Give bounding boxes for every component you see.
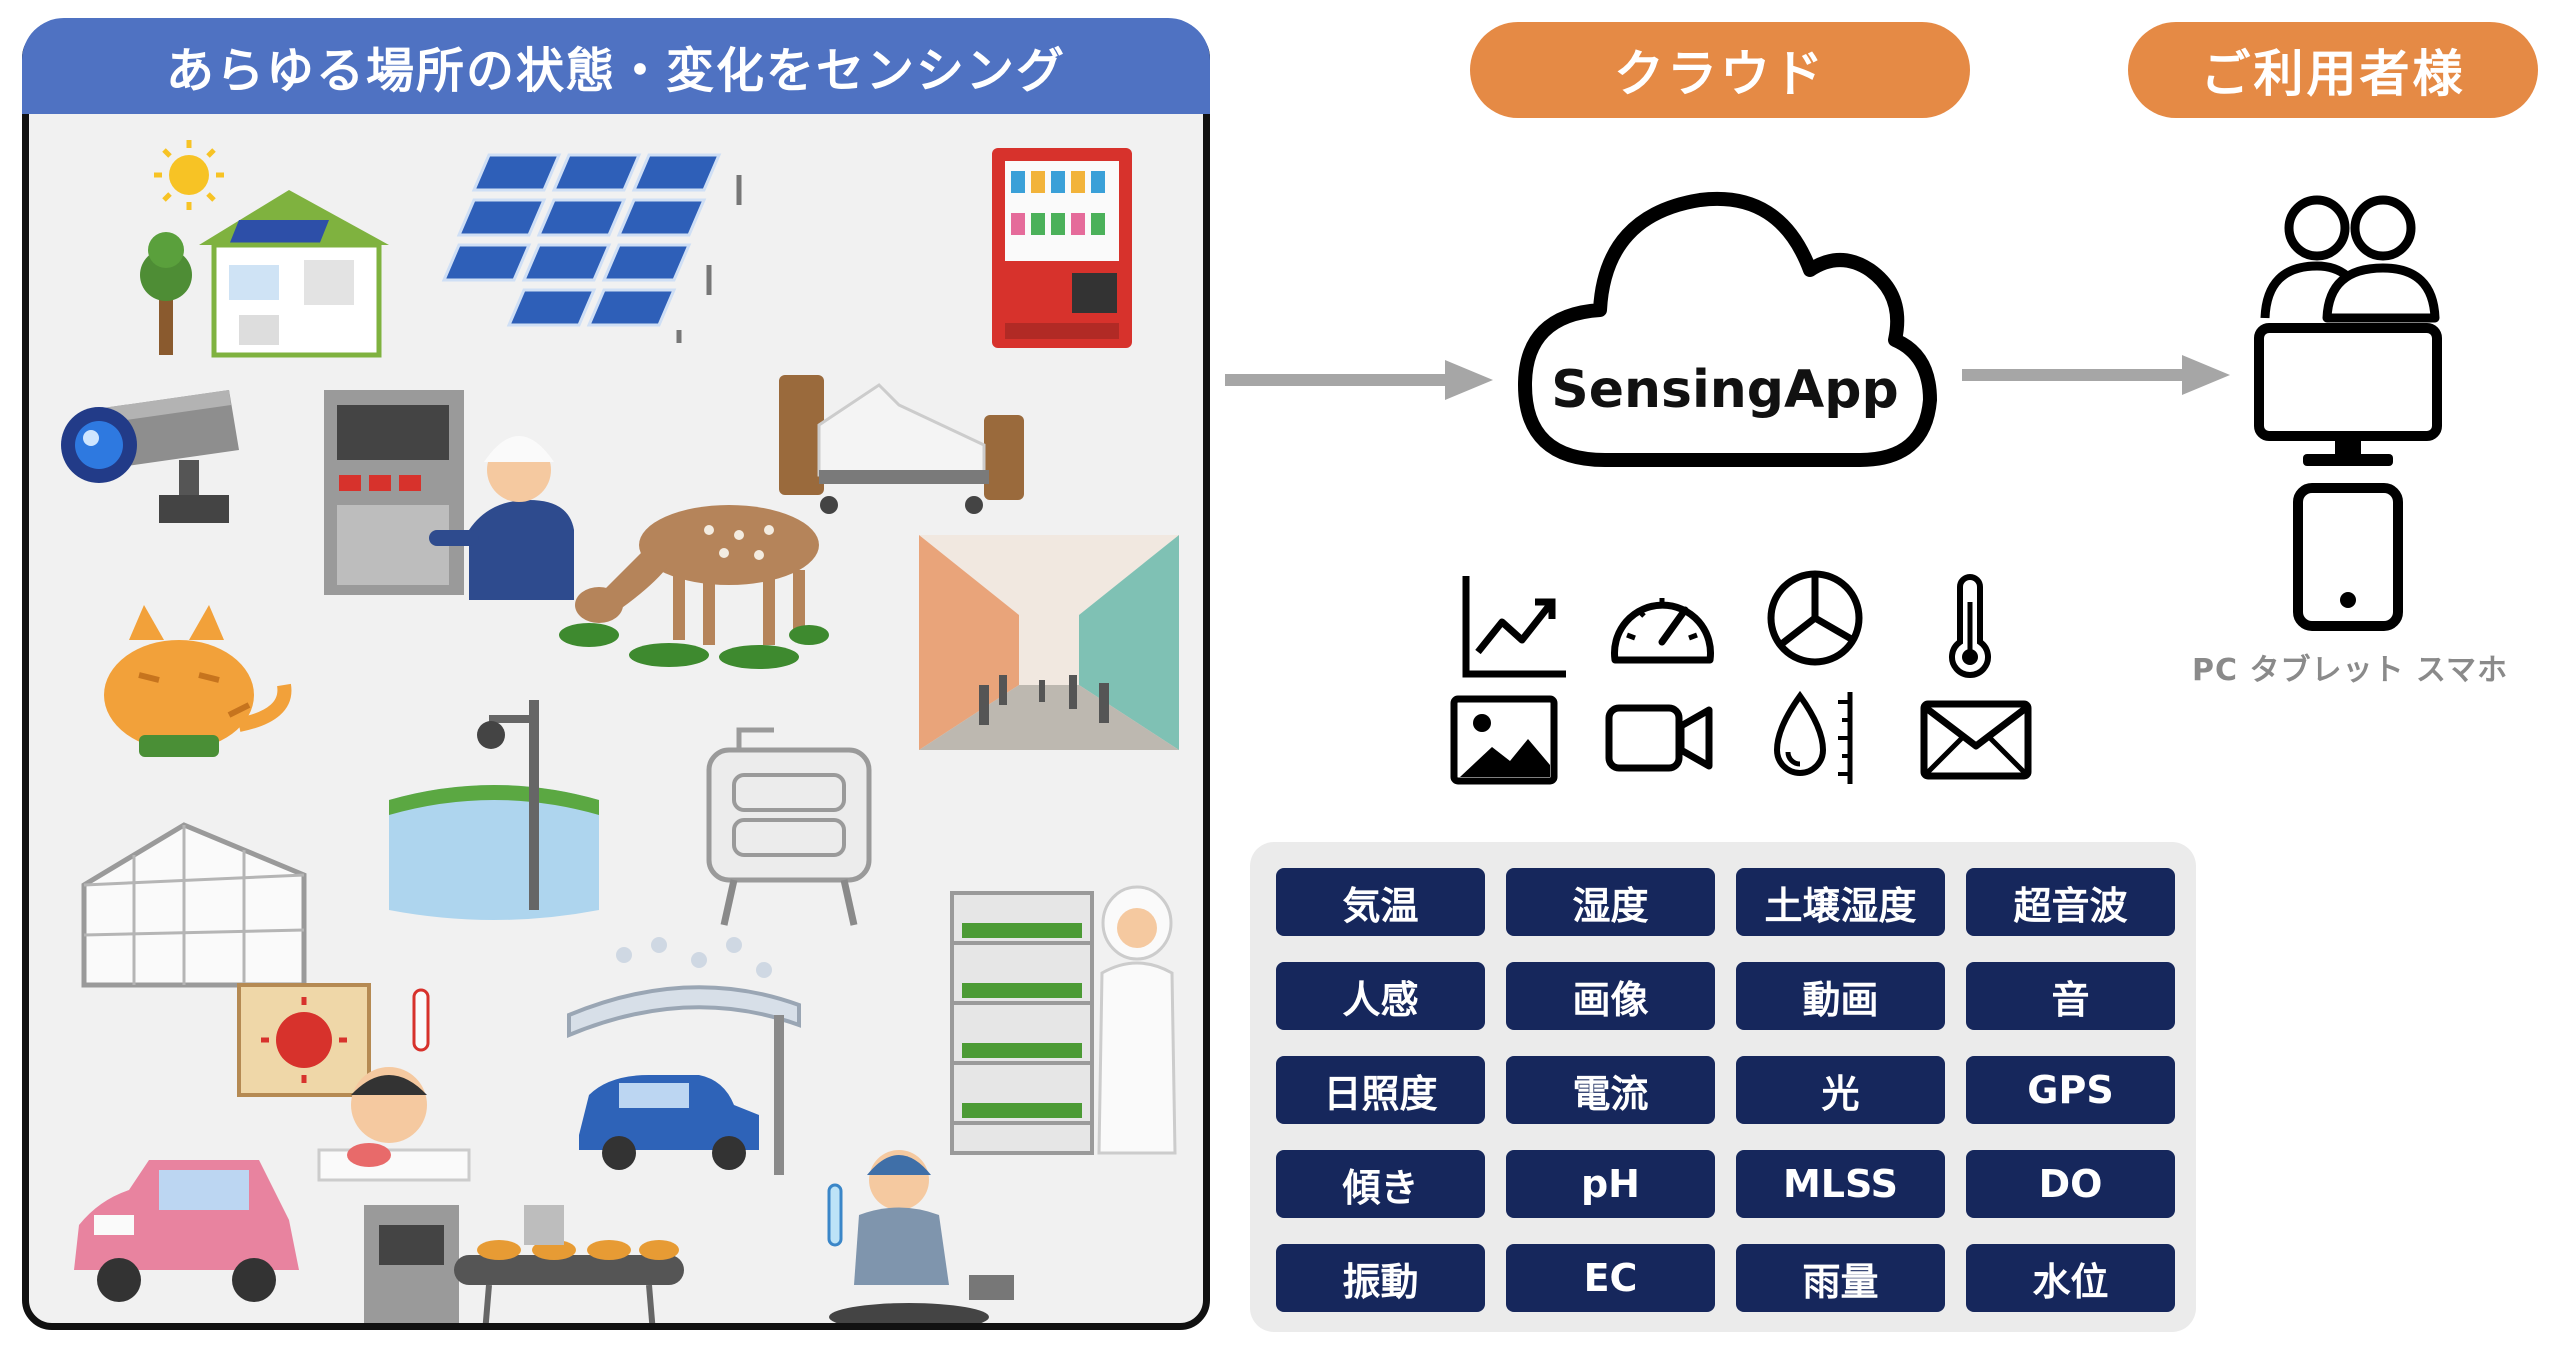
plant-factory-illustration [950,885,1177,1155]
sensor-chip: pH [1506,1150,1715,1218]
sensor-chip: 人感 [1276,962,1485,1030]
sensor-grid: 気温 湿度 土壌湿度 超音波 人感 画像 動画 音 日照度 電流 光 GPS 傾… [1276,868,2175,1312]
sensor-chip: 画像 [1506,962,1715,1030]
vending-machine-illustration [992,148,1132,348]
mail-icon [1920,700,2032,780]
shopping-arcade-illustration [919,535,1179,750]
sensor-chip: 動画 [1736,962,1945,1030]
pc-monitor-icon [2254,323,2442,466]
care-bed-illustration [779,375,1024,514]
video-icon [1605,704,1713,772]
sensor-chip: 土壌湿度 [1736,868,1945,936]
gauge-icon [1611,598,1714,664]
sensor-chip: 雨量 [1736,1244,1945,1312]
smart-house-illustration [140,140,389,358]
thermometer-icon [1949,574,1991,678]
sensor-chip: GPS [1966,1056,2175,1124]
deer-illustration [559,505,829,669]
sensor-chip: 音 [1966,962,2175,1030]
users-group-icon [2260,195,2440,323]
factory-worker-illustration [324,390,574,600]
sensor-chip: 気温 [1276,868,1485,936]
left-panel-title: あらゆる場所の状態・変化をセンシング [22,18,1210,114]
water-level-icon [1773,690,1853,784]
sensing-locations-panel [22,28,1210,1330]
arrow-to-cloud-icon [1225,360,1493,400]
pond-monitoring-illustration [389,700,599,920]
arrow-to-users-icon [1962,355,2230,395]
sensor-chip: 湿度 [1506,868,1715,936]
smartphone-icon [2293,483,2403,631]
sensor-chip: EC [1506,1244,1715,1312]
users-label: ご利用者様 [2128,22,2538,118]
devices-caption: PC タブレット スマホ [2192,653,2508,688]
heatstroke-illustration [237,983,471,1182]
cloud-icon [1518,191,1937,467]
manhole-inspector-illustration [827,1150,1014,1323]
cloud-label: クラウド [1470,22,1970,118]
chart-icon [1462,576,1566,678]
compact-car-illustration [74,1160,299,1302]
image-icon [1450,695,1558,785]
sensor-types-panel: 気温 湿度 土壌湿度 超音波 人感 画像 動画 音 日照度 電流 光 GPS 傾… [1250,842,2196,1332]
sensor-chip: 水位 [1966,1244,2175,1312]
carport-car-illustration [567,937,801,1175]
sensor-chip: 振動 [1276,1244,1485,1312]
sensor-chip: MLSS [1736,1150,1945,1218]
sensor-chip: 超音波 [1966,868,2175,936]
sensor-chip: 光 [1736,1056,1945,1124]
sensor-chip: DO [1966,1150,2175,1218]
app-name: SensingApp [1551,360,1899,420]
greenhouse-illustration [81,822,307,988]
sensor-chip: 傾き [1276,1150,1485,1218]
oil-tank-illustration [706,727,872,926]
cat-illustration [104,605,292,757]
sensor-chip: 日照度 [1276,1056,1485,1124]
conveyor-machine-illustration [364,1205,684,1323]
sensor-chip: 電流 [1506,1056,1715,1124]
pie-chart-icon [1767,570,1863,666]
solar-farm-illustration [441,153,742,343]
security-camera-illustration [61,390,239,523]
